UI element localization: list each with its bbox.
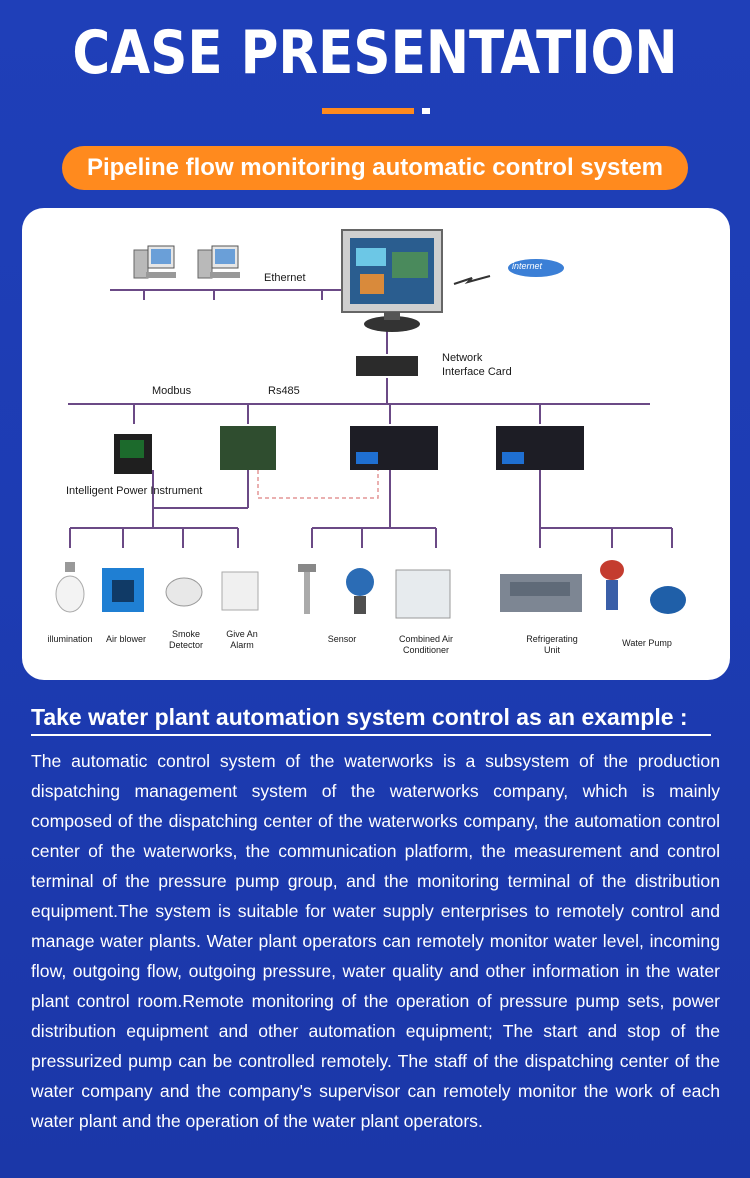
device-label-air-blower: Air blower xyxy=(105,634,146,644)
network-card-label-1: Network xyxy=(442,352,483,364)
network-card-label-2: Interface Card xyxy=(442,366,512,378)
air-conditioner-icon xyxy=(395,569,451,619)
light-bulb-icon xyxy=(55,562,85,613)
device-label-water-pump: Water Pump xyxy=(622,638,672,648)
section-body: The automatic control system of the wate… xyxy=(31,751,720,1131)
pressure-sensor-icon xyxy=(346,568,374,596)
subtitle-pill: Pipeline flow monitoring automatic contr… xyxy=(62,146,688,190)
water-pump-icon xyxy=(650,586,686,614)
device-label-sensor: Sensor xyxy=(327,634,357,644)
title-accent-dot xyxy=(422,108,430,114)
sensor-icon xyxy=(304,564,310,614)
power-instrument-label: Intelligent Power Instrument xyxy=(66,485,203,497)
valve-icon xyxy=(600,560,624,580)
system-diagram: Ethernet internet Network Interface Card… xyxy=(22,208,730,680)
device-label-illumination: illumination xyxy=(47,634,93,644)
modbus-label: Modbus xyxy=(152,385,192,397)
diagram-graphics xyxy=(55,229,686,619)
monitor-icon xyxy=(341,229,443,332)
section-heading: Take water plant automation system contr… xyxy=(31,704,688,730)
internet-label: internet xyxy=(512,261,543,271)
section-heading-underline xyxy=(31,734,711,736)
ethernet-label: Ethernet xyxy=(264,272,306,284)
smoke-detector-icon xyxy=(165,577,203,607)
alarm-panel-icon xyxy=(221,571,259,611)
title-accent-bar xyxy=(322,108,414,114)
rs485-label: Rs485 xyxy=(268,385,300,397)
page-title: CASE PRESENTATION xyxy=(72,18,678,88)
computer-icon xyxy=(133,245,176,279)
network-card-icon xyxy=(356,356,418,376)
computer-icon xyxy=(197,245,240,279)
io-module-icon xyxy=(220,426,276,470)
